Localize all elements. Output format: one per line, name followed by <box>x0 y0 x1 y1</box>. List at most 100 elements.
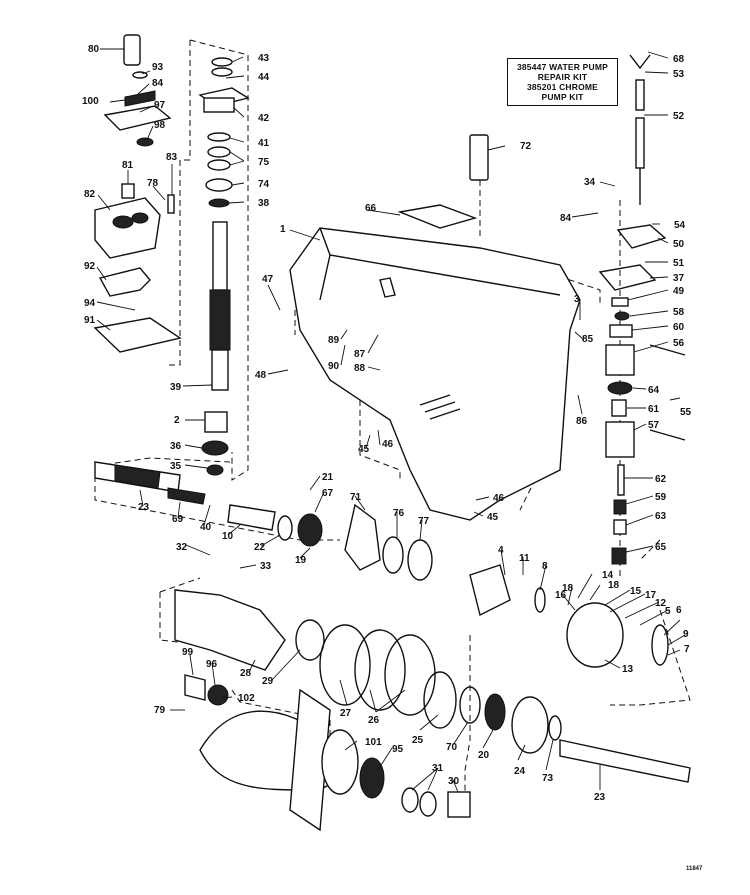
part-label-25: 25 <box>412 735 424 746</box>
part-label-43: 43 <box>258 53 270 64</box>
part-label-87: 87 <box>354 349 366 360</box>
part-label-80: 80 <box>88 44 100 55</box>
part-label-57: 57 <box>648 420 660 431</box>
part-label-47: 47 <box>262 274 274 285</box>
figure-number: 11847 <box>686 866 703 872</box>
part-label-71: 71 <box>350 492 362 503</box>
leader-lines <box>96 48 686 793</box>
kit-note-line: PUMP KIT <box>541 92 584 102</box>
part-label-27: 27 <box>340 708 352 719</box>
part-label-18a: 18 <box>562 583 574 594</box>
part-label-23a: 23 <box>138 502 150 513</box>
part-label-86: 86 <box>576 416 588 427</box>
gearcase-housing <box>289 134 581 521</box>
part-label-53: 53 <box>673 69 685 80</box>
part-label-2: 2 <box>174 415 180 426</box>
part-label-97: 97 <box>154 100 166 111</box>
part-label-21: 21 <box>322 472 334 483</box>
part-label-9: 9 <box>683 629 689 640</box>
part-label-40: 40 <box>200 522 212 533</box>
part-label-90: 90 <box>328 361 340 372</box>
part-label-91: 91 <box>84 315 96 326</box>
part-label-82: 82 <box>84 189 96 200</box>
part-label-17: 17 <box>645 590 657 601</box>
part-label-60: 60 <box>673 322 685 333</box>
part-label-34: 34 <box>584 177 596 188</box>
part-label-99: 99 <box>182 647 194 658</box>
part-label-45a: 45 <box>358 444 370 455</box>
part-label-102: 102 <box>238 693 255 704</box>
part-label-98: 98 <box>154 120 166 131</box>
part-label-38: 38 <box>258 198 270 209</box>
part-label-52: 52 <box>673 111 685 122</box>
part-label-72: 72 <box>520 141 532 152</box>
kit-note-line: 385201 CHROME <box>526 82 599 92</box>
part-label-74: 74 <box>258 179 270 190</box>
part-label-94: 94 <box>84 298 96 309</box>
part-label-30: 30 <box>448 776 460 787</box>
part-label-84b: 84 <box>560 213 572 224</box>
part-label-6: 6 <box>676 605 682 616</box>
part-label-1: 1 <box>280 224 286 235</box>
part-label-32: 32 <box>176 542 188 553</box>
part-label-83: 83 <box>166 152 178 163</box>
part-label-89: 89 <box>328 335 340 346</box>
water-pump-parts <box>93 34 182 353</box>
part-label-92: 92 <box>84 261 96 272</box>
propeller-parts <box>174 589 562 832</box>
part-label-78: 78 <box>147 178 159 189</box>
part-label-22: 22 <box>254 542 266 553</box>
part-label-101: 101 <box>365 737 382 748</box>
part-label-26: 26 <box>368 715 380 726</box>
part-label-16: 16 <box>555 590 567 601</box>
part-label-20: 20 <box>478 750 490 761</box>
part-label-49: 49 <box>673 286 685 297</box>
part-label-68: 68 <box>673 54 685 65</box>
part-label-8: 8 <box>542 561 548 572</box>
part-label-42: 42 <box>258 113 270 124</box>
part-label-96: 96 <box>206 659 218 670</box>
part-label-5: 5 <box>665 606 671 617</box>
part-label-36: 36 <box>170 441 182 452</box>
part-label-67: 67 <box>322 488 334 499</box>
part-label-13: 13 <box>622 664 634 675</box>
propshaft-parts <box>94 461 691 783</box>
part-label-84a: 84 <box>152 78 164 89</box>
part-label-4: 4 <box>498 545 504 556</box>
part-label-76: 76 <box>393 508 405 519</box>
part-label-54: 54 <box>674 220 686 231</box>
part-label-45b: 45 <box>487 512 499 523</box>
part-label-46b: 46 <box>493 493 505 504</box>
part-label-41: 41 <box>258 138 270 149</box>
part-label-50: 50 <box>673 239 685 250</box>
part-label-51: 51 <box>673 258 685 269</box>
part-label-79: 79 <box>154 705 166 716</box>
part-label-58: 58 <box>673 307 685 318</box>
part-label-81: 81 <box>122 160 134 171</box>
part-label-11: 11 <box>519 553 530 564</box>
part-label-35: 35 <box>170 461 182 472</box>
part-label-77: 77 <box>418 516 430 527</box>
part-label-63: 63 <box>655 511 667 522</box>
part-label-12: 12 <box>655 598 667 609</box>
part-label-37: 37 <box>673 273 685 284</box>
part-label-75: 75 <box>258 157 270 168</box>
part-label-3: 3 <box>574 294 580 305</box>
part-label-29: 29 <box>262 676 274 687</box>
part-label-69: 69 <box>172 514 184 525</box>
part-label-93: 93 <box>152 62 164 73</box>
part-label-95: 95 <box>392 744 404 755</box>
kit-note-box: 385447 WATER PUMP REPAIR KIT 385201 CHRO… <box>507 58 618 106</box>
part-label-64: 64 <box>648 385 660 396</box>
part-label-48: 48 <box>255 370 267 381</box>
part-label-44: 44 <box>258 72 270 83</box>
part-label-19: 19 <box>295 555 307 566</box>
part-label-55: 55 <box>680 407 692 418</box>
part-label-46a: 46 <box>382 439 394 450</box>
shift-column-parts <box>598 54 686 565</box>
part-label-88: 88 <box>354 363 366 374</box>
driveshaft-column <box>198 57 250 476</box>
part-label-10: 10 <box>222 531 234 542</box>
part-label-39: 39 <box>170 382 182 393</box>
